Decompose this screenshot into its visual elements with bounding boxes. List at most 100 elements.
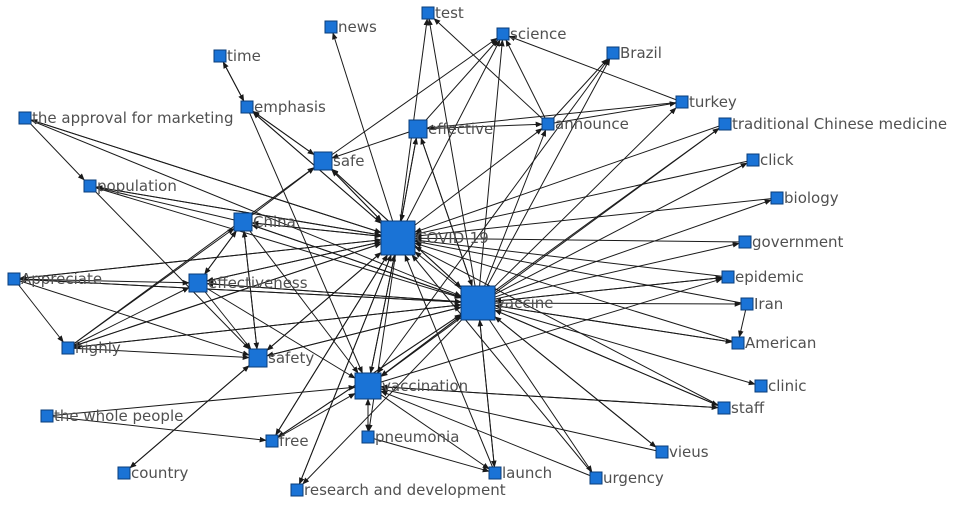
edge-announce-to-turkey — [547, 101, 677, 125]
node-label-emphasis: emphasis — [254, 98, 326, 116]
edge-approval-to-covid — [24, 117, 382, 234]
edge-staff-to-vaccination — [380, 384, 725, 409]
edge-highly-to-covid — [67, 243, 382, 349]
node-label-free: free — [279, 432, 309, 450]
edge-vaccine-to-rnd — [302, 302, 479, 485]
node-iran: Iran — [740, 295, 783, 313]
edge-epidemic-to-vaccine — [494, 276, 729, 304]
edge-vaccination-to-epidemic — [367, 277, 723, 387]
edge-vaccine-to-test — [427, 18, 479, 304]
edge-effectiveness-to-safety — [197, 282, 252, 350]
edge-effectiveness-to-vaccination — [197, 282, 356, 379]
edge-china-to-vaccine — [242, 221, 462, 298]
node-square-science — [496, 27, 510, 41]
node-wholepeople: the whole people — [40, 407, 183, 425]
node-label-time: time — [227, 47, 261, 65]
node-safety: safety — [248, 348, 314, 368]
node-square-covid — [380, 220, 416, 256]
edge-vaccine-to-click — [477, 162, 748, 304]
node-label-approval: the approval for marketing — [32, 109, 233, 127]
node-label-covid: COVID-19 — [416, 229, 489, 247]
edge-country-to-safety — [123, 365, 250, 474]
node-government: government — [738, 233, 844, 251]
node-vaccination: vaccination — [354, 372, 468, 400]
node-label-click: click — [760, 151, 794, 169]
node-square-click — [746, 153, 760, 167]
node-square-vaccination — [354, 372, 382, 400]
edge-vaccine-to-biology — [477, 199, 772, 304]
node-label-country: country — [131, 464, 188, 482]
node-label-biology: biology — [784, 189, 839, 207]
edge-approval-to-vaccine — [24, 117, 462, 297]
node-launch: launch — [488, 464, 552, 482]
edge-effective-to-covid — [399, 128, 419, 222]
edge-vaccine-to-announce — [477, 129, 547, 304]
edge-china-to-vaccination — [242, 221, 359, 374]
node-label-government: government — [752, 233, 844, 251]
edge-vaccine-to-brazil — [477, 58, 611, 304]
node-label-vaccination: vaccination — [382, 377, 468, 395]
edge-effective-to-vaccine — [417, 128, 473, 287]
node-label-wholepeople: the whole people — [54, 407, 183, 425]
node-square-vaccine — [460, 285, 496, 321]
node-square-tcm — [718, 117, 732, 131]
edge-appreciate-to-safety — [13, 278, 250, 356]
edge-effective-to-safe — [331, 128, 419, 159]
node-square-clinic — [754, 379, 768, 393]
node-square-rnd — [290, 483, 304, 497]
node-square-free — [265, 434, 279, 448]
edge-covid-to-science — [397, 39, 501, 239]
edge-launch-to-vaccine — [477, 319, 496, 474]
node-label-staff: staff — [731, 399, 765, 417]
node-click: click — [746, 151, 794, 169]
node-label-test: test — [435, 4, 464, 22]
node-urgency: urgency — [589, 469, 664, 487]
node-square-epidemic — [721, 270, 735, 284]
node-square-appreciate — [7, 272, 21, 286]
edge-government-to-covid — [414, 235, 746, 243]
edge-tcm-to-covid — [414, 123, 726, 233]
node-square-urgency — [589, 471, 603, 485]
node-label-pneumonia: pneumonia — [375, 428, 459, 446]
node-pneumonia: pneumonia — [361, 428, 459, 446]
node-square-approval — [18, 111, 32, 125]
node-layer: COVID-19vaccinevaccinationChinaeffective… — [7, 4, 947, 499]
edge-brazil-to-vaccination — [377, 52, 614, 374]
node-square-vieus — [655, 445, 669, 459]
edge-appreciate-to-vaccine — [13, 278, 462, 305]
node-label-effective: effective — [428, 120, 493, 138]
node-square-population — [83, 179, 97, 193]
edge-china-to-population — [95, 186, 244, 223]
edge-rnd-to-covid — [296, 254, 392, 491]
node-label-effectiveness: effectiveness — [208, 274, 308, 292]
node-announce: announce — [541, 115, 629, 133]
node-highly: highly — [61, 339, 121, 357]
edge-safe-to-covid — [322, 160, 382, 222]
node-square-safety — [248, 348, 268, 368]
edge-safety-to-covid — [257, 252, 382, 359]
edge-vaccination-to-covid — [367, 254, 397, 387]
node-square-pneumonia — [361, 430, 375, 444]
node-square-china — [233, 212, 253, 232]
edge-urgency-to-vaccination — [380, 390, 597, 479]
node-approval: the approval for marketing — [18, 109, 233, 127]
edge-covid-to-news — [332, 32, 399, 239]
node-brazil: Brazil — [606, 44, 662, 62]
node-staff: staff — [717, 399, 765, 417]
edge-emphasis-to-safe — [246, 106, 315, 156]
edge-tcm-to-vaccination — [380, 123, 726, 377]
node-science: science — [496, 25, 566, 43]
node-appreciate: Appreciate — [7, 270, 102, 288]
node-emphasis: emphasis — [240, 98, 326, 116]
node-label-american: American — [745, 334, 816, 352]
node-effectiveness: effectiveness — [188, 273, 308, 293]
node-square-effective — [408, 119, 428, 139]
node-american: American — [731, 334, 816, 352]
node-label-launch: launch — [502, 464, 552, 482]
edge-announce-to-science — [505, 39, 549, 125]
edge-staff-to-covid — [414, 246, 725, 409]
edge-vieus-to-vaccine — [494, 316, 663, 453]
node-square-government — [738, 235, 752, 249]
node-label-china: China — [253, 213, 296, 231]
edge-population-to-safety — [89, 185, 250, 350]
